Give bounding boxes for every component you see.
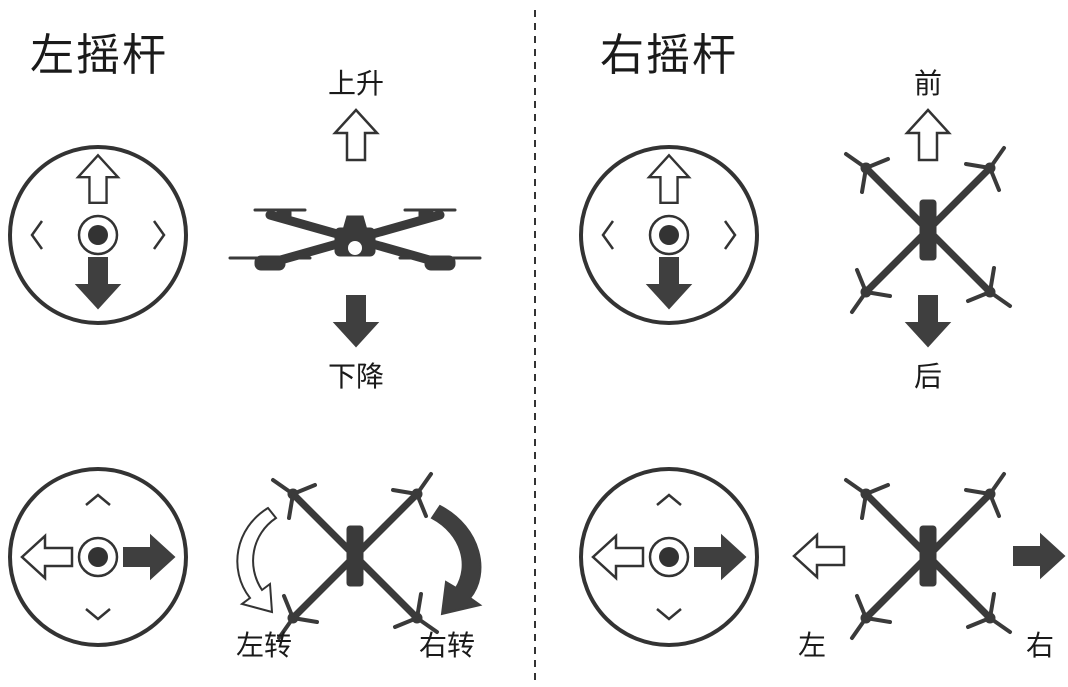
ascend-arrow-icon bbox=[333, 108, 379, 162]
roll-right-label: 右 bbox=[1025, 629, 1055, 662]
roll-right-arrow-icon bbox=[1013, 534, 1065, 578]
descend-arrow-icon bbox=[334, 295, 378, 347]
drone-top-yaw-icon bbox=[273, 474, 437, 638]
roll-left-label: 左 bbox=[797, 629, 827, 662]
right-panel-title: 右摇杆 bbox=[600, 30, 738, 81]
right-joystick-roll-icon bbox=[579, 467, 759, 647]
right-joystick-pitch-icon bbox=[579, 145, 759, 325]
rotate-left-arrow-icon bbox=[236, 506, 278, 614]
drone-top-pitch-icon bbox=[846, 148, 1010, 312]
drone-top-roll-icon bbox=[846, 474, 1010, 638]
back-arrow-icon bbox=[906, 295, 950, 347]
back-label: 后 bbox=[913, 360, 943, 393]
left-joystick-throttle-icon bbox=[8, 145, 188, 325]
rotate-right-arrow-icon bbox=[430, 504, 483, 616]
roll-left-arrow-icon bbox=[792, 533, 846, 579]
drone-side-icon bbox=[228, 208, 482, 271]
left-panel-title: 左摇杆 bbox=[30, 30, 168, 81]
ascend-label: 上升 bbox=[327, 67, 385, 100]
left-joystick-yaw-icon bbox=[8, 467, 188, 647]
yaw-right-label: 右转 bbox=[418, 629, 476, 662]
yaw-left-label: 左转 bbox=[235, 629, 293, 662]
forward-label: 前 bbox=[913, 67, 943, 100]
descend-label: 下降 bbox=[327, 360, 385, 393]
forward-arrow-icon bbox=[905, 108, 951, 162]
